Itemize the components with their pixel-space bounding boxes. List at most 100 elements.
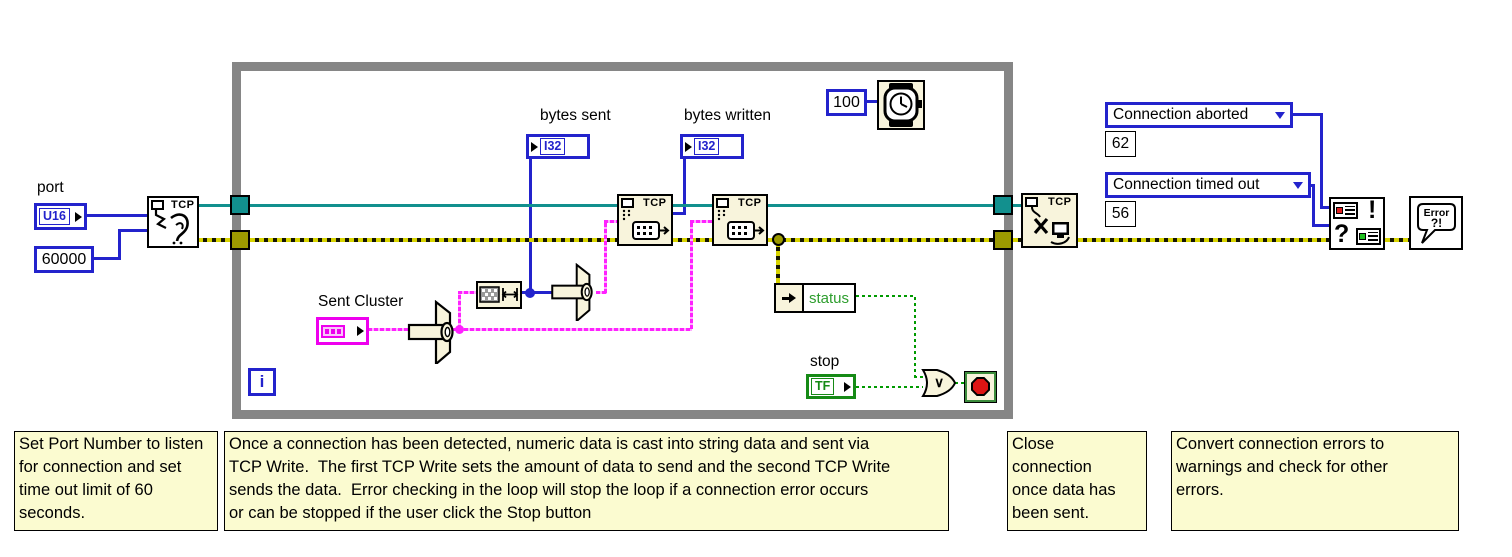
wire-conn-1 [198, 204, 231, 207]
wire-status-v [914, 295, 916, 378]
ring-label: Connection aborted [1113, 106, 1249, 123]
bytes-sent-type: I32 [540, 138, 566, 155]
ring-value: 62 [1111, 135, 1130, 152]
value-56[interactable]: 56 [1105, 201, 1136, 227]
iteration-terminal[interactable]: i [248, 368, 276, 396]
wire-ring1-v [1320, 113, 1323, 209]
terminal-arrow-icon [357, 326, 364, 336]
tunnel-conn-right[interactable] [993, 195, 1013, 215]
wire-cast2-out [596, 291, 607, 294]
value-62[interactable]: 62 [1105, 131, 1136, 157]
tcp-write-icon [716, 198, 765, 240]
or-gate-icon [921, 369, 957, 397]
wire-ring1-h2 [1320, 206, 1331, 209]
port-control[interactable]: U16 [34, 203, 87, 230]
tcp-listen-text: TCP [171, 199, 195, 211]
tunnel-conn-left[interactable] [230, 195, 250, 215]
indicator-arrow-icon [685, 141, 692, 152]
stop-type: TF [811, 378, 835, 395]
bang-glyph: ! [1368, 196, 1377, 224]
comment-convert[interactable]: Convert connection errors to warnings an… [1171, 431, 1459, 531]
indicator-arrow-icon [531, 141, 538, 152]
tcp-close-text: TCP [1048, 196, 1072, 208]
tcp-close-icon [1025, 197, 1070, 245]
sent-cluster-control[interactable] [316, 317, 369, 345]
wire-error-6 [1078, 238, 1329, 242]
ring-connection-aborted[interactable]: Connection aborted [1105, 102, 1293, 128]
comment-loop[interactable]: Once a connection has been detected, num… [224, 431, 949, 531]
tcp-write-2-node[interactable]: TCP [712, 194, 768, 246]
loop-condition-terminal[interactable] [964, 371, 997, 403]
wire-error-1 [198, 238, 231, 242]
tcp-write-text: TCP [643, 197, 667, 209]
wire-conn-3 [673, 204, 712, 207]
timeout-constant[interactable]: 60000 [34, 246, 94, 273]
type-cast-1[interactable] [406, 300, 460, 364]
convert-errors-node[interactable]: ! ? [1329, 197, 1385, 250]
bytes-sent-label: bytes sent [540, 107, 611, 124]
wire-string-up [458, 292, 461, 329]
tcp-write-icon [621, 198, 670, 240]
terminal-arrow-icon [75, 211, 82, 222]
tunnel-error-right[interactable] [993, 230, 1013, 250]
wire-or-in2 [856, 386, 923, 388]
wire-write2-v [690, 221, 693, 329]
wire-strlen-out [520, 291, 552, 294]
wire-ring2-h2 [1312, 224, 1331, 227]
port-label: port [37, 179, 64, 196]
wire-error-drop [776, 243, 780, 283]
tcp-listen-node[interactable]: TCP [147, 196, 199, 248]
ring-label: Connection timed out [1113, 176, 1260, 193]
question-glyph: ? [1334, 220, 1350, 248]
tunnel-error-left[interactable] [230, 230, 250, 250]
timeout-value: 60000 [41, 250, 87, 268]
wire-string-main [452, 328, 692, 331]
tcp-close-node[interactable]: TCP [1021, 193, 1078, 248]
bytes-sent-indicator[interactable]: I32 [526, 134, 590, 159]
type-cast-2[interactable] [548, 263, 600, 321]
cluster-icon [321, 324, 345, 338]
wire-error-5 [1013, 238, 1021, 242]
type-cast-icon [407, 300, 454, 364]
string-length-icon [479, 286, 519, 303]
wire-bytes-written-h [671, 212, 686, 215]
wire-or-in1 [914, 376, 923, 378]
wire-strlen-in [458, 291, 476, 294]
wire-wait-ms [865, 100, 878, 103]
stop-label: stop [810, 353, 840, 370]
tcp-write-1-node[interactable]: TCP [617, 194, 673, 246]
wire-error-2 [250, 238, 617, 242]
wire-timeout-h [92, 257, 120, 260]
error-bubble-icon: Error ?! [1417, 203, 1456, 244]
bytes-written-indicator[interactable]: I32 [680, 134, 744, 159]
comment-close[interactable]: Close connection once data has been sent… [1007, 431, 1147, 531]
wait-ms-node[interactable] [877, 80, 925, 130]
dropdown-icon [1275, 111, 1285, 119]
terminal-arrow-icon [844, 381, 851, 392]
unbundle-status-node[interactable]: status [774, 283, 856, 313]
unbundle-arrow-icon [776, 285, 804, 311]
wire-bytes-written-v [683, 157, 686, 214]
wait-constant[interactable]: 100 [826, 89, 867, 116]
error-text-2: ?! [1431, 216, 1442, 230]
bytes-written-label: bytes written [684, 107, 772, 124]
wire-bytes-sent [529, 158, 532, 294]
wire-junction-blue [525, 288, 535, 298]
stop-control[interactable]: TF [806, 374, 856, 399]
iteration-i: i [259, 372, 265, 391]
error-cluster-green-icon [1356, 228, 1381, 245]
port-type: U16 [39, 208, 70, 225]
wire-timeout-v [118, 229, 121, 260]
dropdown-icon [1293, 181, 1303, 189]
ring-connection-timed-out[interactable]: Connection timed out [1105, 172, 1311, 198]
type-cast-icon [551, 263, 593, 321]
wire-ring2-v [1312, 184, 1315, 227]
wire-cluster-out [368, 328, 408, 331]
comment-port[interactable]: Set Port Number to listen for connection… [14, 431, 218, 531]
string-length-node[interactable] [476, 281, 522, 309]
wire-conn-4 [768, 204, 993, 207]
or-function[interactable]: ∨ [921, 368, 957, 398]
error-handler-node[interactable]: Error ?! [1409, 196, 1463, 250]
wire-ring1-h [1292, 113, 1323, 116]
wire-junction-pink [455, 325, 464, 334]
